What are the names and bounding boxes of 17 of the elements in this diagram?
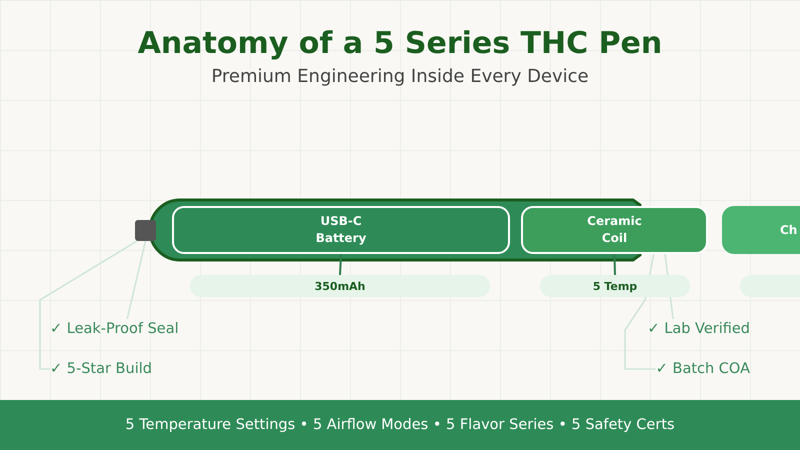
connector-line	[614, 254, 616, 276]
subtitle: Premium Engineering Inside Every Device	[210, 65, 590, 89]
spec-tag: 350mAh	[190, 275, 490, 297]
leader-line	[39, 240, 138, 370]
footer-banner: 5 Temperature Settings • 5 Airflow Modes • 5 Flavor Series • 5 Safety Certs	[0, 400, 800, 450]
feature-checklist-item: ✓ 5-Star Build	[50, 359, 152, 379]
battery-section: USB-C Battery	[172, 206, 510, 254]
leader-line	[126, 240, 146, 320]
spec-tag: 5 Temp	[540, 275, 690, 297]
connector-line	[339, 254, 342, 276]
feature-checklist-item: ✓ Leak-Proof Seal	[50, 319, 179, 339]
coil-section: Ceramic Coil	[521, 206, 708, 254]
feature-checklist-item: ✓ Batch COA	[656, 359, 750, 379]
pen-section: Ch	[722, 206, 800, 254]
pen-end-cap	[135, 220, 156, 241]
feature-checklist-item: ✓ Lab Verified	[648, 319, 750, 339]
title: Anatomy of a 5 Series THC Pen	[136, 26, 664, 62]
